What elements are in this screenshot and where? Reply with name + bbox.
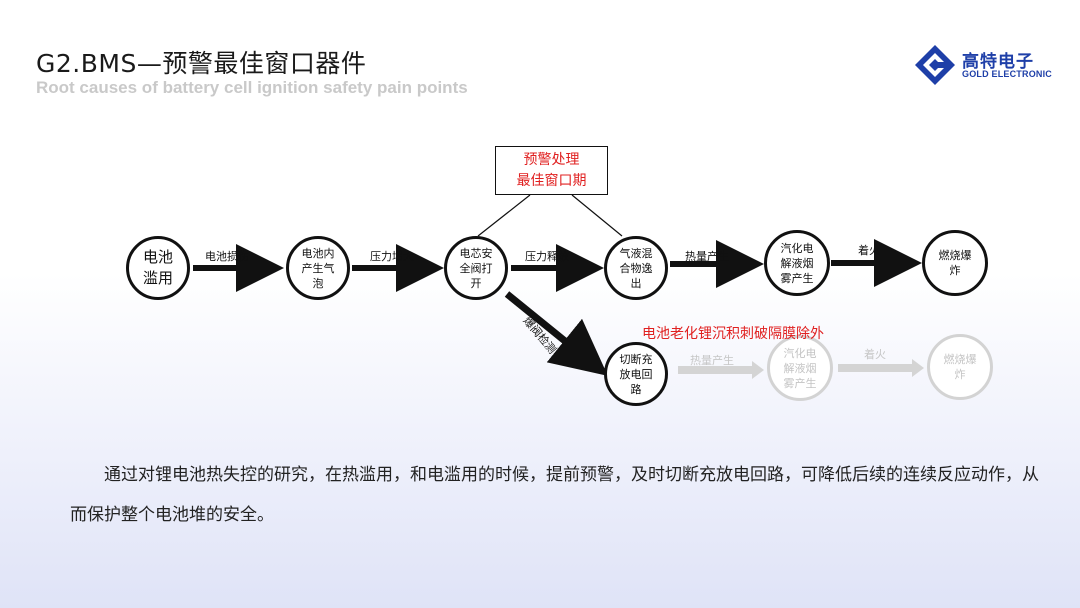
logo-text-en: GOLD ELECTRONIC — [962, 69, 1052, 79]
edge-label-heat-faded: 热量产生 — [690, 354, 734, 367]
edge-label-heat: 热量产生 — [685, 250, 729, 263]
exception-note: 电池老化锂沉积刺破隔膜除外 — [642, 326, 824, 342]
node-combustion: 燃烧爆 炸 — [922, 230, 988, 296]
edge-label-ignite-faded: 着火 — [864, 348, 886, 361]
edge-label-damage: 电池损伤 — [205, 250, 249, 263]
main-arrows — [193, 239, 922, 292]
node-electrolyte-smoke-faded: 汽化电 解液烟 雾产生 — [767, 335, 833, 401]
logo-text-cn: 高特电子 — [962, 52, 1034, 72]
logo-mark-icon — [915, 45, 955, 85]
node-valve-open: 电芯安 全阀打 开 — [444, 236, 508, 300]
edge-label-pressure-up: 压力增大 — [370, 250, 414, 263]
node-electrolyte-smoke: 汽化电 解液烟 雾产生 — [764, 230, 830, 296]
node-gas-bubble: 电池内 产生气 泡 — [286, 236, 350, 300]
node-cut-circuit: 切断充 放电回 路 — [604, 342, 668, 406]
company-logo: 高特电子 GOLD ELECTRONIC — [914, 44, 1052, 86]
node-battery-abuse: 电池 滥用 — [126, 236, 190, 300]
page-subtitle: Root causes of battery cell ignition saf… — [36, 78, 468, 97]
connector-left — [477, 194, 531, 237]
warning-window-box: 预警处理 最佳窗口期 — [495, 146, 608, 195]
faded-arrows — [678, 359, 924, 379]
edge-label-pressure-release: 压力释放 — [525, 250, 569, 263]
page-title: G2.BMS—预警最佳窗口器件 — [36, 49, 367, 78]
summary-text: 通过对锂电池热失控的研究，在热滥用，和电滥用的时候，提前预警，及时切断充放电回路… — [70, 465, 1039, 525]
edge-label-ignite: 着火 — [858, 244, 880, 257]
node-mixture-escape: 气液混 合物逸 出 — [604, 236, 668, 300]
summary-paragraph: 通过对锂电池热失控的研究，在热滥用，和电滥用的时候，提前预警，及时切断充放电回路… — [70, 455, 1045, 535]
connector-right — [571, 194, 623, 237]
node-combustion-faded: 燃烧爆 炸 — [927, 334, 993, 400]
detect-arrow — [504, 291, 608, 376]
